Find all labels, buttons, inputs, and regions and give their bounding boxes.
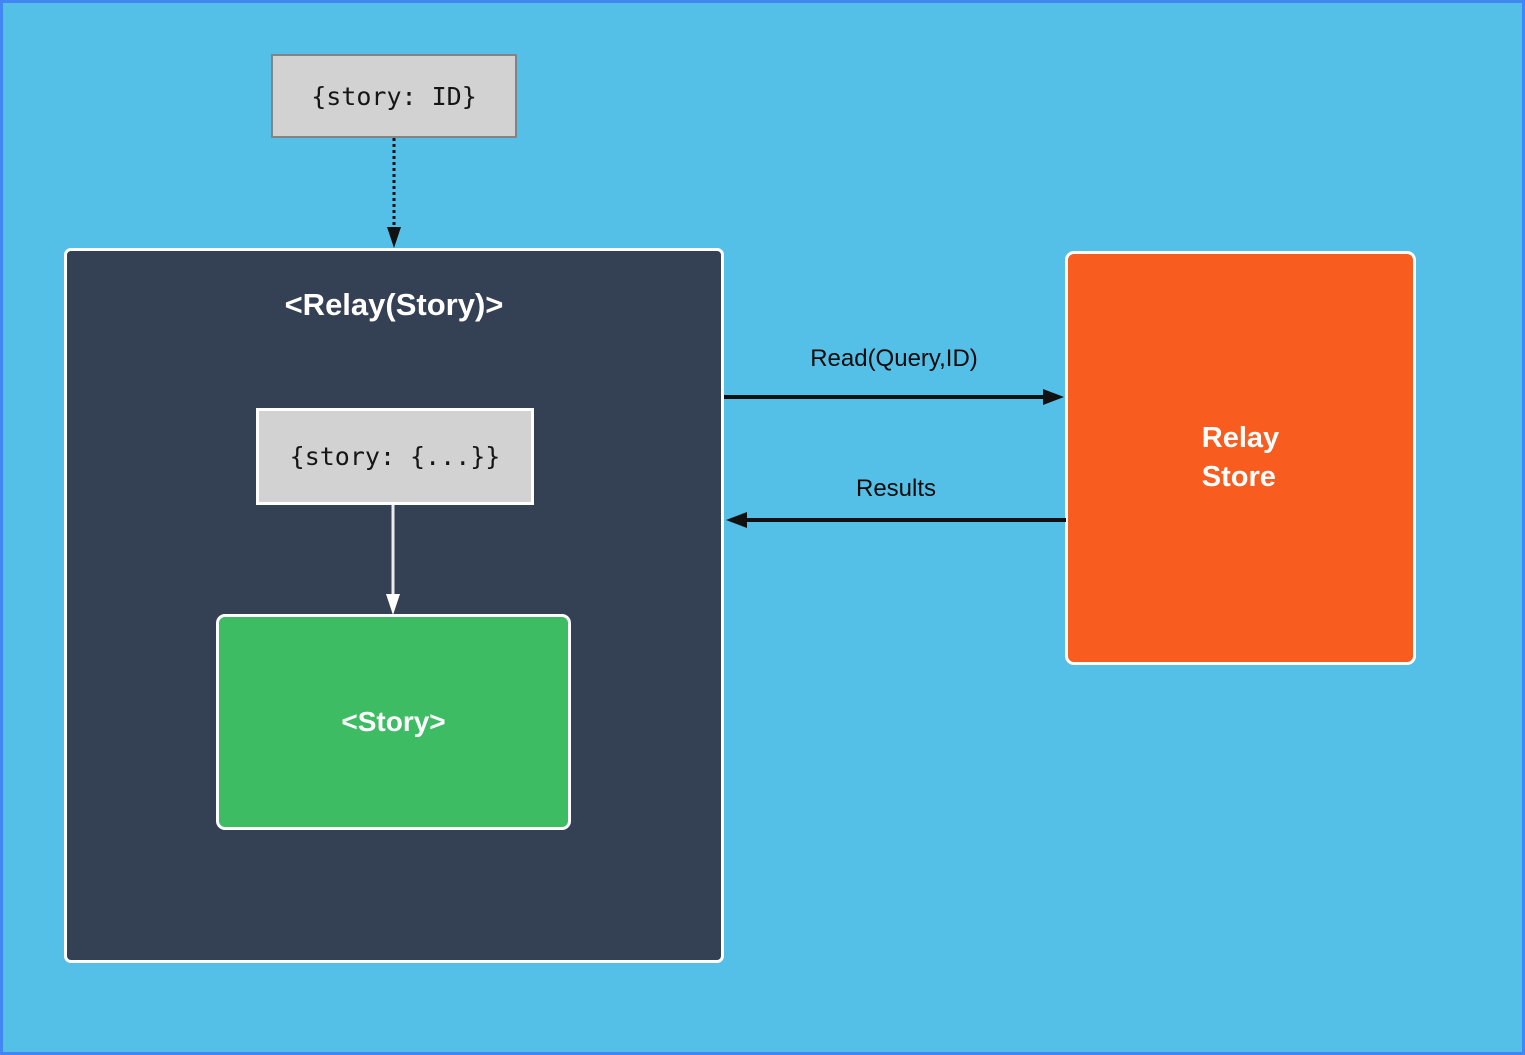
story-label: <Story> [341,706,446,737]
props-to-story-arrow [386,505,400,615]
query-id-label: {story: ID} [311,81,477,111]
relay-story-title: <Relay(Story)> [284,287,504,322]
relay-store-label: Relay Store [1201,422,1280,493]
query-to-relay-arrow [387,138,401,248]
story-box: <Story> [216,614,571,830]
results-arrow [726,512,1066,528]
read-query-arrow [724,389,1064,405]
story-props-label: {story: {...}} [289,442,501,471]
read-query-label: Read(Query,ID) [810,345,978,372]
query-id-box: {story: ID} [271,54,517,138]
relay-store-box: Relay Store [1065,251,1416,665]
story-props-box: {story: {...}} [256,408,534,505]
results-label: Results [855,475,937,502]
relay-story-container: <Relay(Story)> {story: {...}} <Story> [64,248,724,963]
